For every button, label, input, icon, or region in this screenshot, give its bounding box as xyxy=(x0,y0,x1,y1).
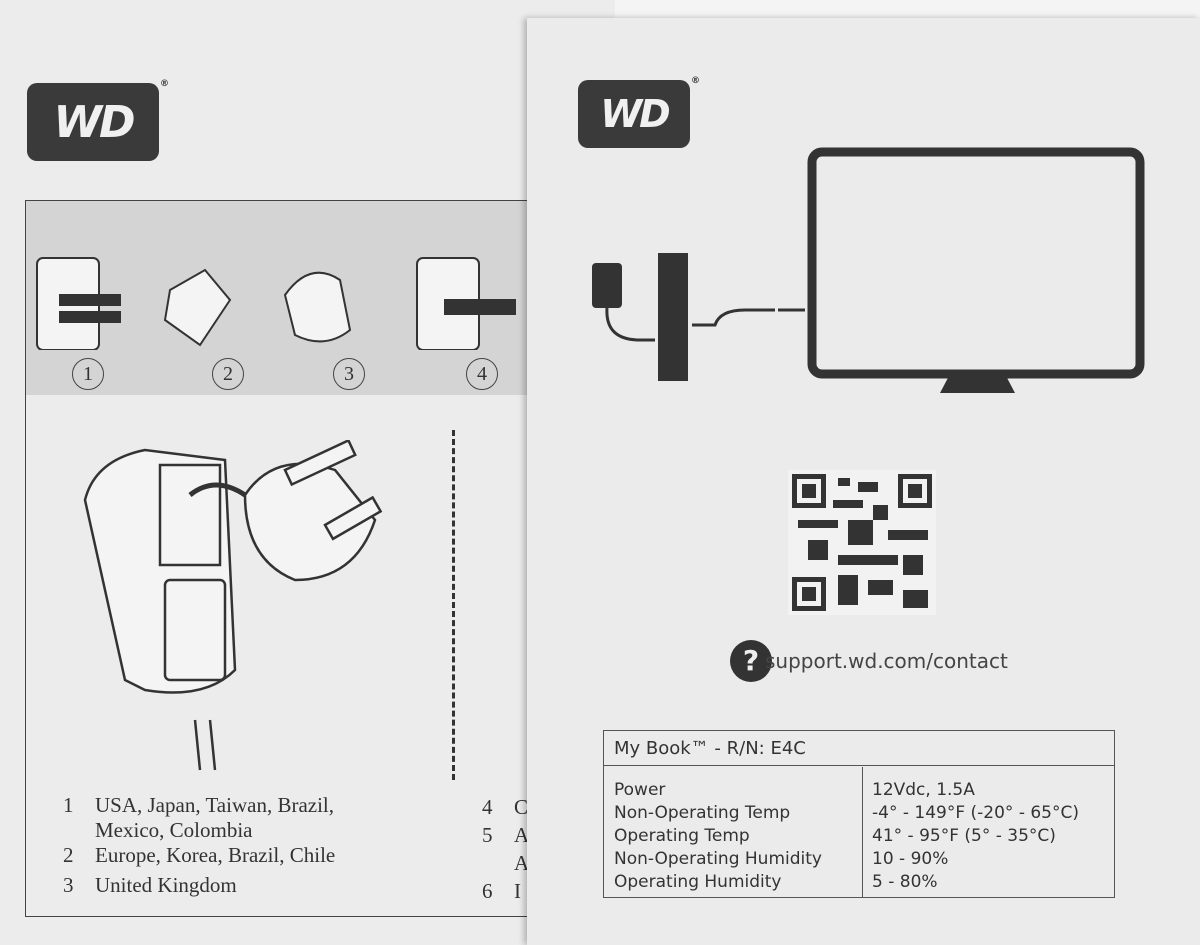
spec-table-title: My Book™ - R/N: E4C xyxy=(604,731,1114,766)
spec-label: Non-Operating Humidity xyxy=(614,849,822,869)
monitor-icon xyxy=(807,147,1145,379)
power-adapter-illustration xyxy=(83,440,383,771)
qr-code xyxy=(788,470,936,615)
spec-value: 10 - 90% xyxy=(872,849,949,869)
spec-label: Non-Operating Temp xyxy=(614,803,791,823)
spec-label: Operating Humidity xyxy=(614,872,782,892)
spec-value: 41° - 95°F (5° - 35°C) xyxy=(872,826,1056,846)
plug-adapter-icons xyxy=(36,257,516,350)
support-link[interactable]: support.wd.com/contact xyxy=(765,649,1008,673)
plug-number: 2 xyxy=(212,358,244,390)
power-adapter-icon xyxy=(592,263,622,308)
spec-labels: Power Non-Operating Temp Operating Temp … xyxy=(614,779,822,894)
wd-logo: WD® xyxy=(578,76,700,148)
region-item: Mexico, Colombia xyxy=(95,818,253,842)
drive-icon xyxy=(658,253,688,381)
spec-label: Power xyxy=(614,780,666,800)
divider-dashed xyxy=(452,430,455,780)
plug-3-icon xyxy=(283,271,352,343)
plug-2-icon xyxy=(163,268,232,347)
spec-value: 12Vdc, 1.5A xyxy=(872,780,975,800)
spec-value: 5 - 80% xyxy=(872,872,938,892)
plug-number: 3 xyxy=(333,358,365,390)
plug-number: 1 xyxy=(72,358,104,390)
plug-number: 4 xyxy=(466,358,498,390)
help-icon: ? xyxy=(730,640,772,682)
spec-values: 12Vdc, 1.5A -4° - 149°F (-20° - 65°C) 41… xyxy=(872,779,1079,894)
spec-value: -4° - 149°F (-20° - 65°C) xyxy=(872,803,1079,823)
spec-table: My Book™ - R/N: E4C Power Non-Operating … xyxy=(603,730,1115,898)
connection-diagram xyxy=(592,147,1145,393)
wd-logo: WD® xyxy=(27,79,169,161)
spec-label: Operating Temp xyxy=(614,826,750,846)
